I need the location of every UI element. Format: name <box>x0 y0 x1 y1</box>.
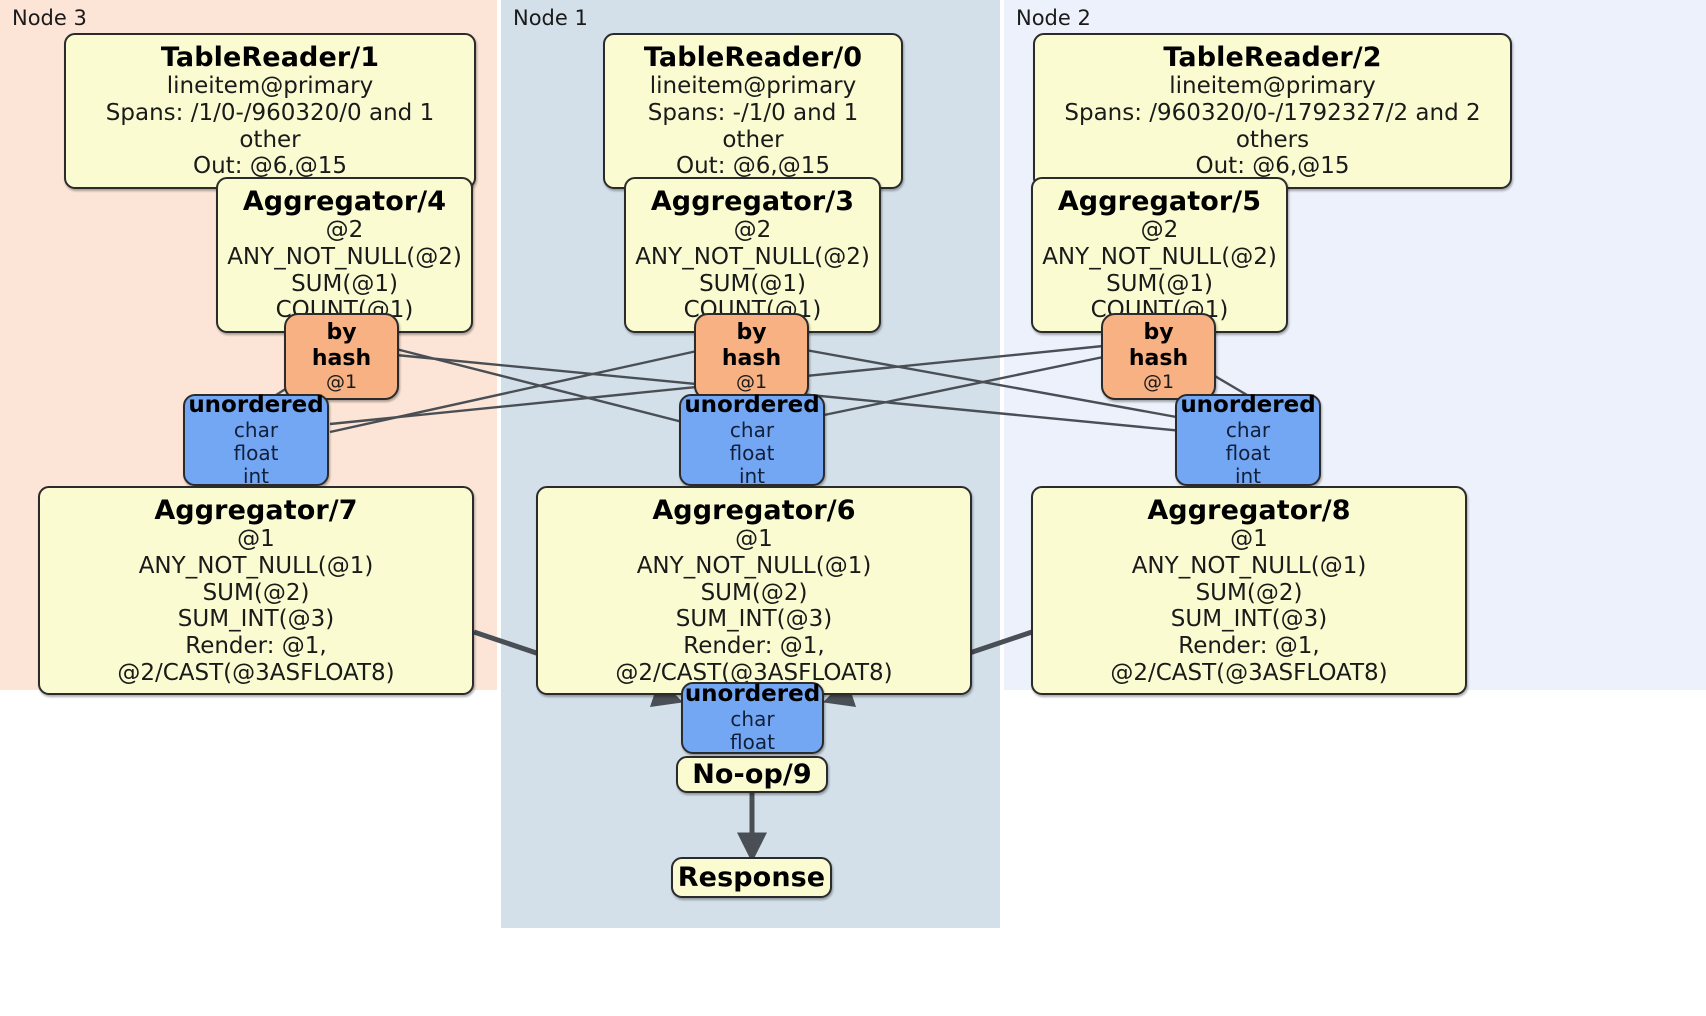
sync-type-2: int <box>738 463 766 488</box>
node-agg-2: SUM_INT(@3) <box>177 606 335 633</box>
processor-table-reader-2[interactable]: TableReader/2 lineitem@primary Spans: /9… <box>1033 33 1512 189</box>
sync-type-0: char <box>233 417 279 442</box>
node-agg-0: ANY_NOT_NULL(@1) <box>138 552 374 579</box>
node-out: Out: @6,@15 <box>1195 153 1350 180</box>
node-agg-1: SUM(@1) <box>291 270 398 297</box>
sync-type-0: char <box>730 707 775 732</box>
node-index: lineitem@primary <box>1169 73 1376 100</box>
node-agg-2: SUM_INT(@3) <box>1170 606 1328 633</box>
processor-aggregator-7[interactable]: Aggregator/7 @1 ANY_NOT_NULL(@1) SUM(@2)… <box>38 486 474 696</box>
node-spans: Spans: -/1/0 and 1 other <box>647 99 859 153</box>
node-title: Aggregator/8 <box>1147 495 1351 526</box>
processor-aggregator-6[interactable]: Aggregator/6 @1 ANY_NOT_NULL(@1) SUM(@2)… <box>536 486 972 696</box>
node-title: Aggregator/5 <box>1057 186 1262 217</box>
router-column: @1 <box>735 371 768 394</box>
synchronizer-unordered-6[interactable]: unordered char float int <box>679 391 825 488</box>
node-index: lineitem@primary <box>649 73 857 100</box>
sync-title: unordered <box>684 681 821 708</box>
router-title: by hash <box>721 320 782 371</box>
sync-title: unordered <box>1180 391 1316 418</box>
node-agg-0: ANY_NOT_NULL(@1) <box>636 552 872 579</box>
sync-type-1: float <box>233 440 279 465</box>
processor-aggregator-3[interactable]: Aggregator/3 @2 ANY_NOT_NULL(@2) SUM(@1)… <box>624 177 881 333</box>
sync-type-1: float <box>730 730 775 755</box>
router-title: by hash <box>311 320 372 371</box>
node-title: Response <box>677 861 826 893</box>
node-agg-1: SUM(@2) <box>700 579 808 606</box>
sync-type-2: int <box>1234 463 1262 488</box>
node-title: Aggregator/7 <box>154 495 358 526</box>
synchronizer-unordered-final[interactable]: unordered char float <box>681 681 824 755</box>
node-agg-0: ANY_NOT_NULL(@1) <box>1131 552 1367 579</box>
node-group-cols: @2 <box>733 217 772 244</box>
router-by-hash-4[interactable]: by hash @1 <box>284 313 399 401</box>
node-spans: Spans: /960320/0-/1792327/2 and 2 others <box>1064 99 1481 153</box>
node-agg-0: ANY_NOT_NULL(@2) <box>635 243 870 270</box>
sync-type-1: float <box>1225 440 1271 465</box>
node-group-cols: @1 <box>237 526 275 553</box>
node-index: lineitem@primary <box>166 73 374 100</box>
node-spans: Spans: /1/0-/960320/0 and 1 other <box>105 99 435 153</box>
node-group-cols: @2 <box>1140 217 1179 244</box>
node-title: Aggregator/6 <box>652 495 856 526</box>
node-title: Aggregator/4 <box>242 186 447 217</box>
processor-table-reader-0[interactable]: TableReader/0 lineitem@primary Spans: -/… <box>603 33 903 189</box>
processor-no-op-9[interactable]: No-op/9 <box>676 756 828 793</box>
node-render: Render: @1, @2/CAST(@3ASFLOAT8) <box>615 633 893 686</box>
node-title: TableReader/1 <box>160 42 380 73</box>
node-title: TableReader/2 <box>1163 42 1382 73</box>
sync-title: unordered <box>188 391 324 418</box>
node-out: Out: @6,@15 <box>193 153 347 180</box>
router-by-hash-5[interactable]: by hash @1 <box>1101 313 1216 401</box>
panel-label-node-3: Node 3 <box>12 6 87 30</box>
processor-response[interactable]: Response <box>671 857 832 898</box>
node-group-cols: @1 <box>735 526 773 553</box>
node-agg-0: ANY_NOT_NULL(@2) <box>1042 243 1277 270</box>
node-agg-1: SUM(@1) <box>1106 270 1213 297</box>
panel-label-node-2: Node 2 <box>1016 6 1091 30</box>
node-render: Render: @1, @2/CAST(@3ASFLOAT8) <box>1110 633 1388 686</box>
synchronizer-unordered-8[interactable]: unordered char float int <box>1175 391 1321 488</box>
sync-type-2: int <box>242 463 270 488</box>
sync-type-0: char <box>729 417 775 442</box>
router-column: @1 <box>1142 371 1175 394</box>
processor-aggregator-5[interactable]: Aggregator/5 @2 ANY_NOT_NULL(@2) SUM(@1)… <box>1031 177 1288 333</box>
router-title: by hash <box>1128 320 1189 371</box>
node-agg-1: SUM(@2) <box>1195 579 1303 606</box>
node-agg-0: ANY_NOT_NULL(@2) <box>227 243 462 270</box>
sync-type-1: float <box>729 440 775 465</box>
router-by-hash-3[interactable]: by hash @1 <box>694 313 809 401</box>
sync-title: unordered <box>684 391 820 418</box>
node-agg-2: SUM_INT(@3) <box>675 606 833 633</box>
node-title: Aggregator/3 <box>650 186 855 217</box>
node-group-cols: @1 <box>1230 526 1268 553</box>
node-out: Out: @6,@15 <box>676 153 830 180</box>
processor-table-reader-1[interactable]: TableReader/1 lineitem@primary Spans: /1… <box>64 33 476 189</box>
node-title: No-op/9 <box>692 758 812 790</box>
processor-aggregator-4[interactable]: Aggregator/4 @2 ANY_NOT_NULL(@2) SUM(@1)… <box>216 177 473 333</box>
node-agg-1: SUM(@1) <box>699 270 806 297</box>
node-group-cols: @2 <box>325 217 364 244</box>
sync-type-0: char <box>1225 417 1271 442</box>
node-agg-1: SUM(@2) <box>202 579 310 606</box>
processor-aggregator-8[interactable]: Aggregator/8 @1 ANY_NOT_NULL(@1) SUM(@2)… <box>1031 486 1467 696</box>
node-title: TableReader/0 <box>643 42 863 73</box>
router-column: @1 <box>325 371 358 394</box>
panel-label-node-1: Node 1 <box>513 6 588 30</box>
node-render: Render: @1, @2/CAST(@3ASFLOAT8) <box>117 633 395 686</box>
synchronizer-unordered-7[interactable]: unordered char float int <box>183 391 329 488</box>
